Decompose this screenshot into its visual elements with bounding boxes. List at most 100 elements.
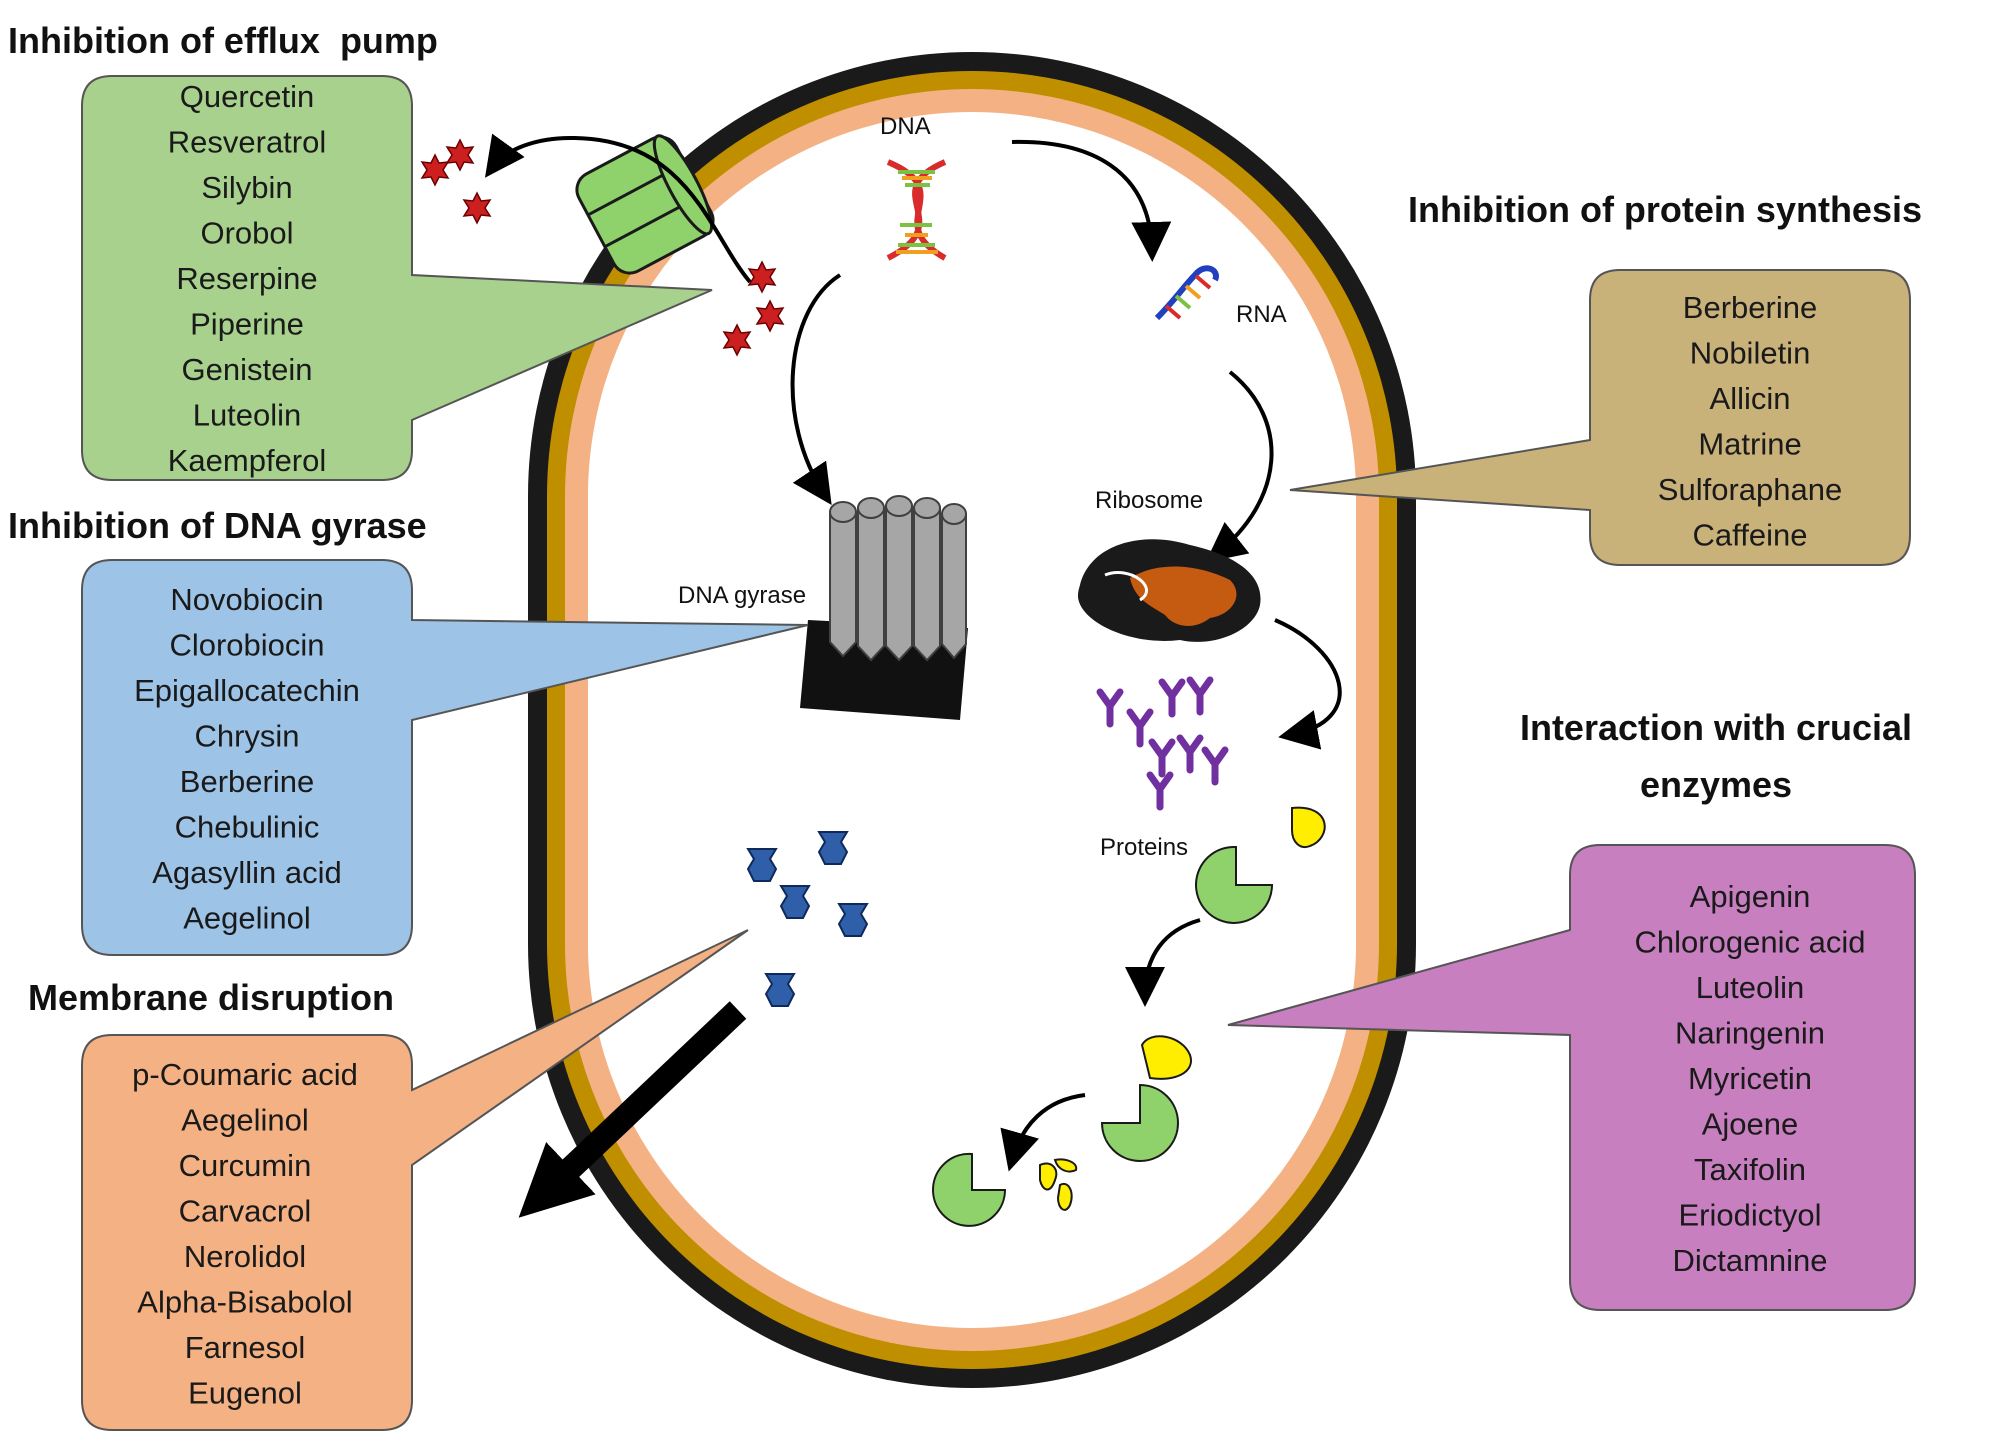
dna-gyrase-label: DNA gyrase <box>678 582 806 609</box>
drug-star-icon <box>462 191 492 225</box>
bacterial-cell <box>528 52 1416 1388</box>
callout-box <box>1227 844 1916 1311</box>
protein-y-icon <box>1146 771 1174 811</box>
protein-y-icon <box>1148 738 1176 778</box>
enzyme-free-icon <box>932 1152 1007 1227</box>
compound-item: Luteolin <box>1696 970 1805 1005</box>
efflux-inhibitors-callout <box>81 75 713 481</box>
product-icon <box>1056 1182 1073 1211</box>
ribosome-to-proteins-arrow <box>1274 618 1342 750</box>
compound-item: p-Coumaric acid <box>132 1057 358 1092</box>
compound-item: Nerolidol <box>184 1239 306 1274</box>
callout-box <box>81 929 749 1431</box>
proteins-label: Proteins <box>1100 834 1188 861</box>
compound-item: Agasyllin acid <box>152 855 342 890</box>
compound-item: Farnesol <box>185 1330 306 1365</box>
cytoplasm <box>588 112 1356 1328</box>
compound-item: Reserpine <box>176 261 317 296</box>
drug-star-icon <box>755 299 785 333</box>
compound-item: Matrine <box>1698 427 1801 462</box>
compound-item: Eriodictyol <box>1679 1198 1822 1233</box>
compound-item: Chrysin <box>194 719 299 754</box>
compound-item: Piperine <box>190 307 304 342</box>
rna-label: RNA <box>1236 301 1287 328</box>
compound-item: Ajoene <box>1702 1107 1799 1142</box>
drug-star-icon <box>420 153 450 187</box>
rna-to-ribosome-arrow <box>1205 370 1274 563</box>
callout-box <box>81 559 809 956</box>
substrate-bound-icon <box>1140 1035 1193 1080</box>
protein-y-icon <box>1201 746 1229 786</box>
compound-item: Berberine <box>180 764 314 799</box>
dna-label: DNA <box>880 113 931 140</box>
enzyme-arrow-1 <box>1125 918 1201 1007</box>
protein-y-icon <box>1158 678 1186 718</box>
enzyme-substrate-complex-icon <box>1100 1083 1179 1162</box>
enzyme-arrow-2 <box>1000 1093 1086 1172</box>
compound-item: Clorobiocin <box>169 628 324 663</box>
gyrase-inhibitors-callout <box>81 559 809 956</box>
compound-item: Curcumin <box>179 1148 312 1183</box>
protein-synthesis-inhibitors-callout <box>1289 269 1911 566</box>
compound-item: Chebulinic <box>175 810 320 845</box>
compound-item: Novobiocin <box>170 582 323 617</box>
enzyme-icon <box>1195 845 1274 924</box>
heading-membrane: Membrane disruption <box>28 977 394 1018</box>
drug-star-icon <box>722 323 752 357</box>
disruptor-molecule-icon <box>779 885 811 919</box>
compound-item: Silybin <box>201 170 292 205</box>
drug-star-icon <box>747 260 777 294</box>
heading-efflux: Inhibition of efflux pump <box>8 20 438 61</box>
membrane-disruption-arrow <box>518 1001 747 1218</box>
compound-item: Quercetin <box>180 79 314 114</box>
drug-star-icon <box>445 138 475 172</box>
compound-item: Carvacrol <box>179 1194 312 1229</box>
heading-enzymes-line1: Interaction with crucial <box>1520 707 1912 748</box>
compound-item: Aegelinol <box>183 901 311 936</box>
dna-to-gyrase-arrow <box>790 273 842 505</box>
ribosome-label: Ribosome <box>1095 487 1203 514</box>
compound-item: Berberine <box>1683 290 1817 325</box>
heading-enzymes-line2: enzymes <box>1640 764 1792 805</box>
compound-item: Epigallocatechin <box>134 673 360 708</box>
disruptor-molecule-icon <box>837 903 869 937</box>
heading-protein: Inhibition of protein synthesis <box>1408 189 1922 230</box>
substrate-icon <box>1291 806 1326 848</box>
disruptor-molecule-icon <box>817 831 849 865</box>
compound-item: Aegelinol <box>181 1103 309 1138</box>
compound-item: Orobol <box>200 216 293 251</box>
protein-y-icon <box>1126 708 1154 748</box>
compound-item: Kaempferol <box>168 443 327 478</box>
protein-compound-list: BerberineNobiletinAllicinMatrineSulforap… <box>1658 290 1842 553</box>
compound-item: Genistein <box>182 352 313 387</box>
membrane-disruptors-callout <box>81 929 749 1431</box>
compound-item: Allicin <box>1710 381 1791 416</box>
callout-box <box>1289 269 1911 566</box>
compound-item: Luteolin <box>193 398 302 433</box>
compound-item: Chlorogenic acid <box>1635 925 1866 960</box>
ribosome-icon <box>1077 539 1261 642</box>
compound-item: Apigenin <box>1690 879 1811 914</box>
gyrase-compound-list: NovobiocinClorobiocinEpigallocatechinChr… <box>134 582 360 936</box>
compound-item: Alpha-Bisabolol <box>137 1285 352 1320</box>
compound-item: Nobiletin <box>1690 336 1811 371</box>
heading-gyrase: Inhibition of DNA gyrase <box>8 505 427 546</box>
compound-item: Resveratrol <box>168 125 327 160</box>
dna-to-rna-arrow <box>1011 139 1172 262</box>
compound-item: Caffeine <box>1693 518 1808 553</box>
membrane-compound-list: p-Coumaric acidAegelinolCurcuminCarvacro… <box>132 1057 358 1411</box>
dna-helix-icon <box>886 159 947 261</box>
compound-item: Dictamnine <box>1672 1243 1827 1278</box>
compound-item: Eugenol <box>188 1376 302 1411</box>
compound-item: Taxifolin <box>1694 1152 1806 1187</box>
disruptor-molecule-icon <box>764 973 796 1007</box>
efflux-compound-list: QuercetinResveratrolSilybinOrobolReserpi… <box>168 79 327 478</box>
efflux-arrow <box>484 133 752 284</box>
rna-strand-icon <box>1154 265 1219 321</box>
disruptor-molecule-icon <box>746 848 778 882</box>
dna-gyrase-icon <box>800 495 968 720</box>
protein-y-icon <box>1186 676 1214 716</box>
protein-y-icon <box>1096 688 1124 728</box>
